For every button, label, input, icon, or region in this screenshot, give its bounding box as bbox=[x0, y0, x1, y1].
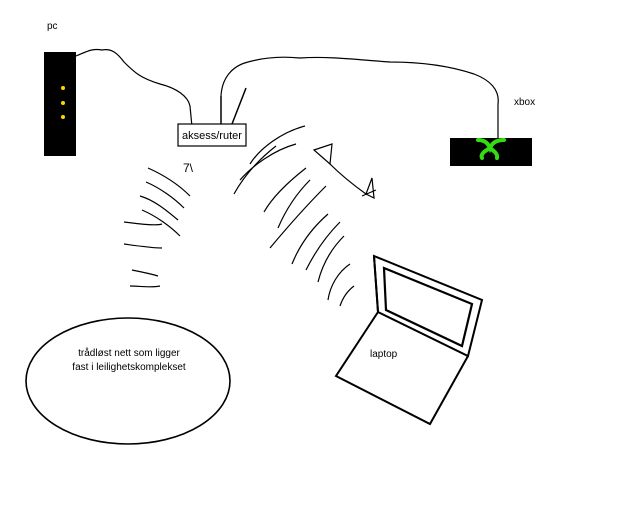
note-ellipse bbox=[25, 317, 231, 445]
pc-label: pc bbox=[47, 21, 58, 32]
wireless-waves-icon bbox=[123, 167, 191, 288]
xbox-console-icon bbox=[450, 138, 532, 166]
laptop-label: laptop bbox=[370, 349, 398, 360]
pc-cable bbox=[75, 48, 193, 128]
scribble-mark: 7\ bbox=[183, 161, 194, 175]
note-line-2: fast i leilighetskomplekset bbox=[72, 362, 186, 373]
pc-light bbox=[61, 86, 65, 90]
xbox-cable bbox=[220, 56, 499, 140]
signal-arrows bbox=[312, 143, 377, 200]
pc-light bbox=[61, 115, 65, 119]
router-icon bbox=[177, 87, 247, 147]
wireless-network-note: trådløst nett som ligger fast i leilighe… bbox=[54, 347, 204, 375]
xbox-label: xbox bbox=[514, 97, 536, 108]
wireless-waves-icon bbox=[233, 125, 355, 307]
router-label: aksess/ruter bbox=[182, 130, 242, 142]
pc-tower-icon bbox=[44, 52, 76, 156]
pc-light bbox=[61, 101, 65, 105]
note-line-1: trådløst nett som ligger bbox=[78, 348, 180, 359]
laptop-icon bbox=[334, 254, 484, 426]
